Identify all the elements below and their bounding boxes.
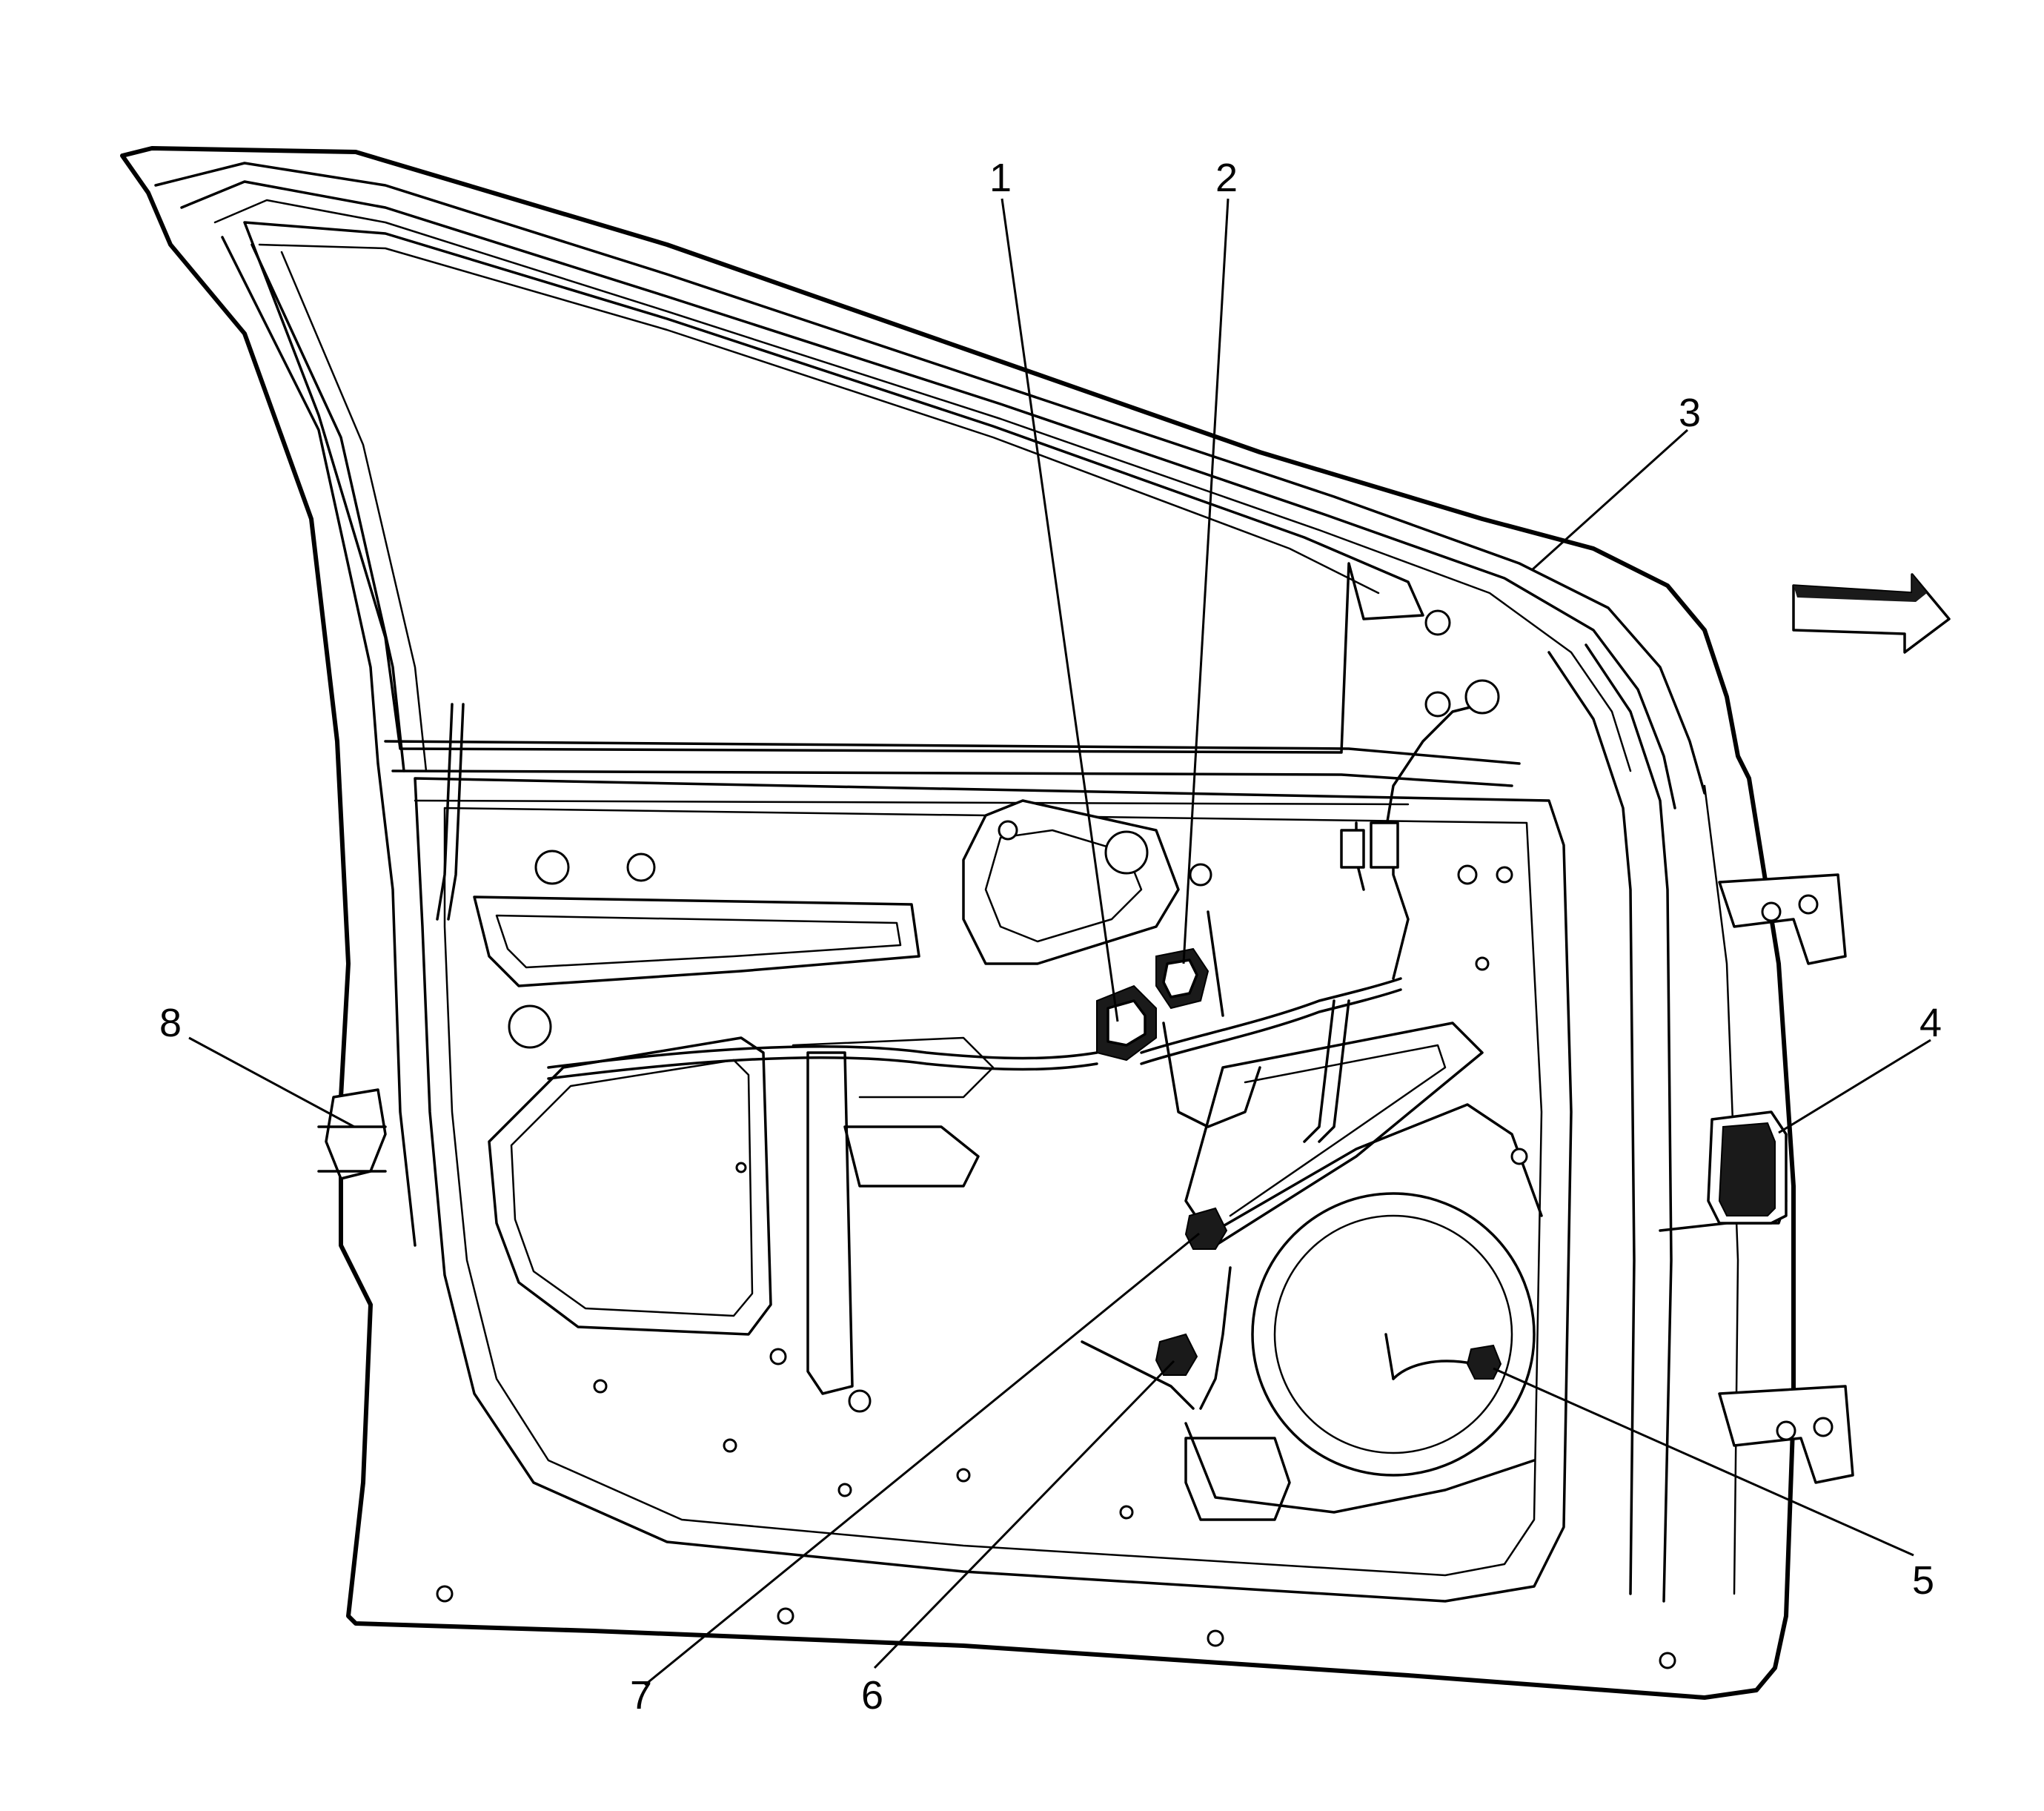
lock-rod (436, 703, 465, 921)
callout-numbers: 1 2 3 4 5 6 7 8 (159, 156, 1942, 1718)
latch-rod-bracket (317, 1088, 387, 1180)
callout-4: 4 (1919, 1001, 1942, 1045)
connector-2 (1155, 947, 1210, 1010)
mirror-mount (1424, 609, 1500, 718)
callout-leaders (188, 198, 1931, 1686)
connector-5 (1466, 1344, 1502, 1380)
panel-holes (436, 850, 1676, 1669)
connector-3a (1340, 821, 1399, 869)
connector-7 (1184, 1207, 1228, 1250)
callout-7: 7 (630, 1673, 652, 1718)
door-shell (120, 146, 1796, 1700)
inside-handle (962, 799, 1180, 965)
connector-6 (1155, 1333, 1198, 1376)
callout-2: 2 (1215, 156, 1238, 200)
connector-1 (1096, 984, 1157, 1062)
connector-4 (1707, 1110, 1788, 1225)
callout-5: 5 (1912, 1558, 1934, 1603)
forward-arrow-icon (1792, 573, 1951, 654)
callout-8: 8 (159, 1001, 182, 1045)
callout-1: 1 (989, 156, 1012, 200)
hinge-lower (1718, 1385, 1854, 1484)
callout-6: 6 (861, 1673, 883, 1718)
hinge-upper (1718, 873, 1847, 965)
wiring-harness (547, 703, 1788, 1410)
callout-3: 3 (1679, 391, 1701, 435)
